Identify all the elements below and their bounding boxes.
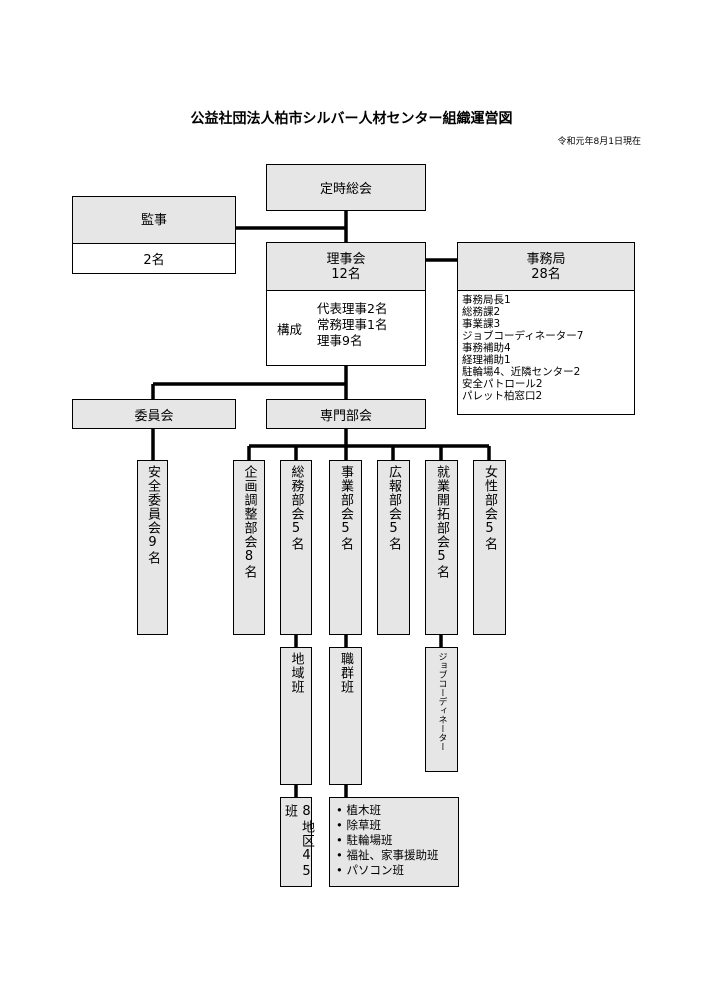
planning-section-box: 企画調整部会8名 [233,460,265,635]
list-item: 事務補助4 [462,342,511,354]
board-member: 理事9名 [317,333,363,348]
board-member: 代表理事2名 [317,301,388,316]
list-item: パレット柏窓口2 [462,390,543,402]
board-composition-label: 構成 [277,322,303,337]
list-item: • 駐輪場班 [336,833,393,847]
pr-section-box: 広報部会5名 [377,460,410,635]
auditor-count-text: 2名 [143,252,165,268]
list-item: 事務局長1 [462,294,511,306]
women-section-box: 女性部会5名 [473,460,506,635]
job-group-box: 職群班 [329,647,362,785]
general-section-box: 総務部会5名 [280,460,312,635]
employment-section-box: 就業開拓部会5名 [425,460,458,635]
secretariat-list: 事務局長1 総務課2 事業課3 ジョブコーディネーター7 事務補助4 経理補助1… [462,294,583,402]
job-groups-box: • 植木班 • 除草班 • 駐輪場班 • 福祉、家事援助班 • パソコン班 [329,797,459,887]
auditor-count: 2名 [73,243,235,273]
board-label: 理事会 [326,251,366,267]
specialty-box: 専門部会 [266,399,426,429]
list-item: ジョブコーディネーター7 [462,330,584,342]
list-item: • 植木班 [336,803,381,817]
board-header: 理事会 12名 [267,243,425,291]
secretariat-label: 事務局 [526,251,566,267]
board-member: 常務理事1名 [317,317,388,332]
women-section-label: 女性部会5名 [482,465,497,551]
safety-committee-label: 安全委員会9名 [145,465,160,565]
pr-section-label: 広報部会5名 [386,465,401,551]
list-item: 駐輪場4、近隣センター2 [462,366,581,378]
date-label: 令和元年8月1日現在 [557,137,641,147]
specialty-label: 専門部会 [319,408,372,424]
list-item: • 福祉、家事援助班 [336,848,439,862]
auditor-box: 監事 2名 [72,196,236,274]
page-title: 公益社団法人柏市シルバー人材センター組織運営図 [190,111,513,127]
board-composition: 構成 代表理事2名 常務理事1名 理事9名 [267,291,425,365]
list-item: 事業課3 [462,318,501,330]
list-item: 安全パトロール2 [462,378,543,390]
job-groups-list: • 植木班 • 除草班 • 駐輪場班 • 福祉、家事援助班 • パソコン班 [336,803,438,878]
committee-label: 委員会 [134,408,174,424]
general-meeting-box: 定時総会 [266,164,426,211]
business-section-box: 事業部会5名 [329,460,362,635]
auditor-header: 監事 [73,197,235,244]
secretariat-box: 事務局 28名 事務局長1 総務課2 事業課3 ジョブコーディネーター7 事務補… [457,242,635,415]
secretariat-count: 28名 [531,266,561,282]
coordinator-box: ジョブコーディネーター [425,647,458,772]
board-box: 理事会 12名 構成 代表理事2名 常務理事1名 理事9名 [266,242,426,366]
committee-box: 委員会 [72,399,236,429]
list-item: • 除草班 [336,818,381,832]
employment-section-label: 就業開拓部会5名 [434,465,449,579]
business-section-label: 事業部会5名 [338,465,353,551]
coordinator-label: ジョブコーディネーター [436,652,447,751]
general-section-label: 総務部会5名 [288,465,304,551]
list-item: 経理補助1 [462,354,511,366]
list-item: 総務課2 [462,306,501,318]
area-detail-label: 8地区45班 [282,804,314,880]
area-group-label: 地域班 [288,652,304,694]
list-item: • パソコン班 [336,863,404,877]
general-meeting-label: 定時総会 [319,182,372,197]
area-group-box: 地域班 [280,647,312,785]
secretariat-header: 事務局 28名 [458,243,634,291]
area-detail-box: 8地区45班 [280,797,314,887]
planning-section-label: 企画調整部会8名 [241,465,257,579]
job-group-label: 職群班 [338,652,353,694]
auditor-label: 監事 [140,212,167,228]
board-count: 12名 [331,266,361,282]
safety-committee-box: 安全委員会9名 [137,460,168,635]
